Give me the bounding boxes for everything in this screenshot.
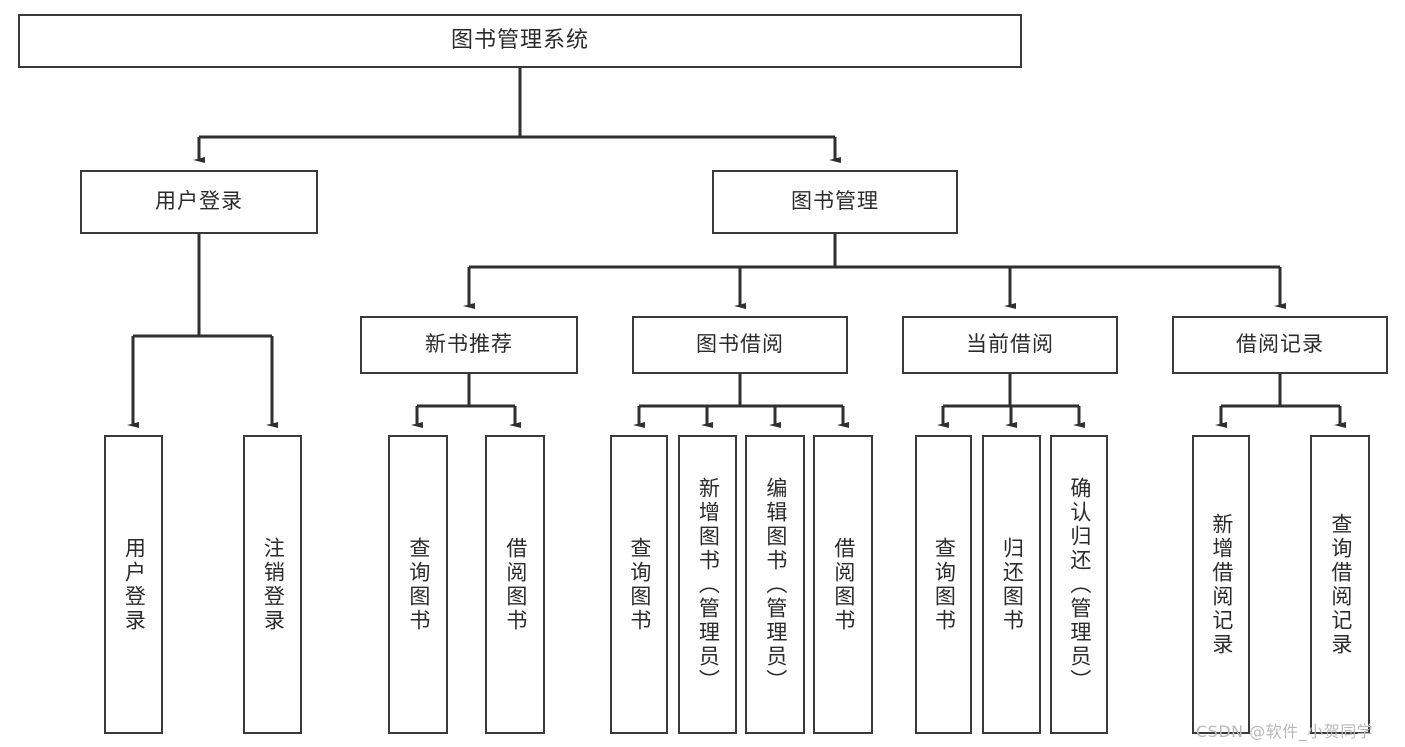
node-new-book-recommend-label: 新书推荐 <box>425 332 513 357</box>
leaf-user-login[interactable]: 用户登录 <box>104 435 163 734</box>
node-borrow-record-label: 借阅记录 <box>1236 332 1324 357</box>
node-user-login-label: 用户登录 <box>155 189 243 214</box>
leaf-borrow-book[interactable]: 借阅图书 <box>813 435 873 734</box>
node-book-management[interactable]: 图书管理 <box>712 170 958 234</box>
leaf-return-book-label: 归还图书 <box>1000 536 1025 633</box>
leaf-borrow-book-label: 借阅图书 <box>831 536 856 633</box>
leaf-query-book-newbook-label: 查询图书 <box>406 536 431 633</box>
leaf-add-book-admin-label: 新增图书（管理员） <box>696 476 721 693</box>
leaf-query-book-current-label: 查询图书 <box>932 536 957 633</box>
leaf-confirm-return-admin[interactable]: 确认归还（管理员） <box>1050 435 1108 734</box>
leaf-user-login-label: 用户登录 <box>122 536 147 633</box>
watermark-text: CSDN @软件_小贺同学 <box>1196 722 1374 741</box>
node-root[interactable]: 图书管理系统 <box>18 14 1022 68</box>
leaf-query-borrow-record-label: 查询借阅记录 <box>1328 512 1353 657</box>
leaf-query-borrow-record[interactable]: 查询借阅记录 <box>1310 435 1370 734</box>
node-book-management-label: 图书管理 <box>791 189 879 214</box>
node-book-borrow-label: 图书借阅 <box>696 332 784 357</box>
node-root-label: 图书管理系统 <box>450 27 589 53</box>
leaf-edit-book-admin-label: 编辑图书（管理员） <box>763 476 788 693</box>
node-book-borrow[interactable]: 图书借阅 <box>632 316 848 374</box>
leaf-borrow-book-newbook[interactable]: 借阅图书 <box>485 435 545 734</box>
node-user-login[interactable]: 用户登录 <box>80 170 318 234</box>
leaf-add-borrow-record[interactable]: 新增借阅记录 <box>1192 435 1250 734</box>
leaf-borrow-book-newbook-label: 借阅图书 <box>503 536 528 633</box>
leaf-confirm-return-admin-label: 确认归还（管理员） <box>1067 476 1092 693</box>
leaf-edit-book-admin[interactable]: 编辑图书（管理员） <box>745 435 805 734</box>
leaf-query-book-borrow[interactable]: 查询图书 <box>610 435 668 734</box>
leaf-query-book-newbook[interactable]: 查询图书 <box>388 435 448 734</box>
node-borrow-record[interactable]: 借阅记录 <box>1172 316 1388 374</box>
node-new-book-recommend[interactable]: 新书推荐 <box>360 316 578 374</box>
leaf-query-book-borrow-label: 查询图书 <box>627 536 652 633</box>
node-current-borrow-label: 当前借阅 <box>966 332 1054 357</box>
node-current-borrow[interactable]: 当前借阅 <box>902 316 1118 374</box>
leaf-query-book-current[interactable]: 查询图书 <box>915 435 972 734</box>
leaf-add-borrow-record-label: 新增借阅记录 <box>1209 512 1234 657</box>
leaf-add-book-admin[interactable]: 新增图书（管理员） <box>678 435 737 734</box>
leaf-user-logout-label: 注销登录 <box>261 536 286 633</box>
leaf-user-logout[interactable]: 注销登录 <box>243 435 302 734</box>
leaf-return-book[interactable]: 归还图书 <box>982 435 1041 734</box>
